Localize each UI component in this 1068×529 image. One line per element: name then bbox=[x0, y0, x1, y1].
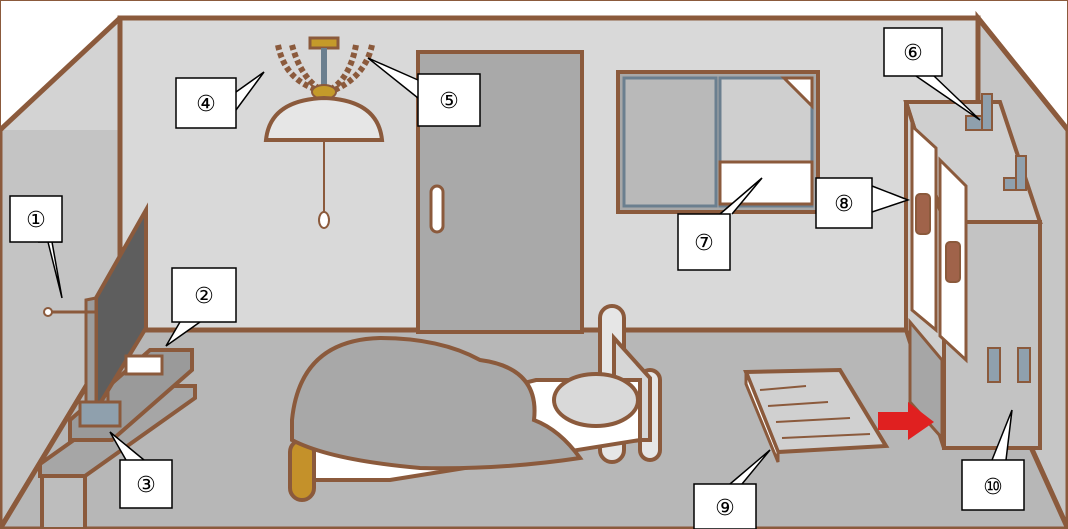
door-handle bbox=[431, 186, 443, 232]
label-6: ⑥ bbox=[903, 41, 923, 66]
label-10: ⑩ bbox=[983, 475, 1003, 500]
label-2: ② bbox=[194, 284, 214, 309]
label-1: ① bbox=[26, 208, 46, 233]
window bbox=[618, 72, 818, 212]
window-film bbox=[720, 162, 812, 204]
label-4: ④ bbox=[196, 92, 216, 117]
label-3: ③ bbox=[136, 473, 156, 498]
label-7: ⑦ bbox=[694, 231, 714, 256]
stopper-bracket bbox=[988, 348, 1000, 382]
pillow bbox=[554, 374, 638, 426]
label-9: ⑨ bbox=[715, 496, 735, 521]
label-5: ⑤ bbox=[439, 89, 459, 114]
label-8: ⑧ bbox=[834, 192, 854, 217]
